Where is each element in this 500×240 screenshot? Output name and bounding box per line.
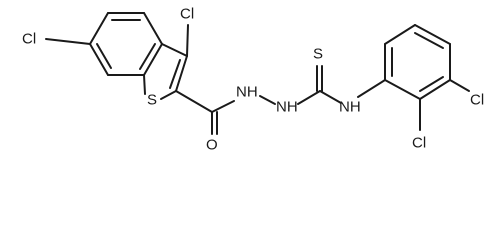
atom-s-thio: S xyxy=(313,46,323,63)
bond-nh-aryl-ring xyxy=(357,79,386,98)
bond-benzo-5 xyxy=(89,43,109,76)
atom-cl-aryl-2: Cl xyxy=(412,135,426,152)
atom-s-ring: S xyxy=(147,92,157,109)
atom-cl-c3: Cl xyxy=(180,6,194,23)
bond-cl-aryl-3 xyxy=(449,79,470,92)
atom-nh-aryl: NH xyxy=(339,99,361,116)
bond-thio-s-c7a xyxy=(143,74,146,95)
atom-nh-1: NH xyxy=(236,84,258,101)
bond-aryl-5-inner xyxy=(419,76,444,92)
bond-benzo-5-inner xyxy=(96,43,112,69)
bond-benzo-6 xyxy=(89,12,109,45)
bond-c-nh-aryl xyxy=(319,90,342,104)
bonds xyxy=(45,12,470,135)
bond-c2-carbonyl xyxy=(175,90,213,113)
atom-nh-2: NH xyxy=(276,99,298,116)
atom-labels: Cl Cl S O NH NH S NH Cl Cl xyxy=(22,6,484,154)
bond-aryl-5 xyxy=(419,79,451,100)
bond-benzo-3-inner xyxy=(139,43,156,70)
bond-thio-c2-s xyxy=(160,90,177,100)
bond-thio-c3a-c3 xyxy=(161,43,188,57)
bond-aryl-6 xyxy=(384,79,421,100)
bond-thio-c3-c2 xyxy=(175,55,188,92)
bond-benzo-3 xyxy=(143,43,163,76)
bond-aryl-3 xyxy=(414,24,451,45)
atom-cl-ring-left: Cl xyxy=(22,31,36,48)
chemical-structure-diagram: Cl Cl S O NH NH S NH Cl Cl xyxy=(22,6,484,154)
bond-carbonyl-nh1 xyxy=(211,100,235,113)
bond-aryl-2 xyxy=(384,24,416,45)
bond-cl-ring-left xyxy=(45,38,91,45)
bond-nh1-nh2 xyxy=(259,95,276,105)
bond-benzo-2 xyxy=(143,12,163,45)
atom-o-carbonyl: O xyxy=(206,137,218,154)
bond-aryl-3-inner xyxy=(414,32,444,49)
bond-cl-c3 xyxy=(186,24,189,57)
bond-nh2-c xyxy=(297,90,321,105)
bond-thio-c3-c2-inner xyxy=(169,59,181,89)
atom-cl-aryl-3: Cl xyxy=(470,92,484,109)
